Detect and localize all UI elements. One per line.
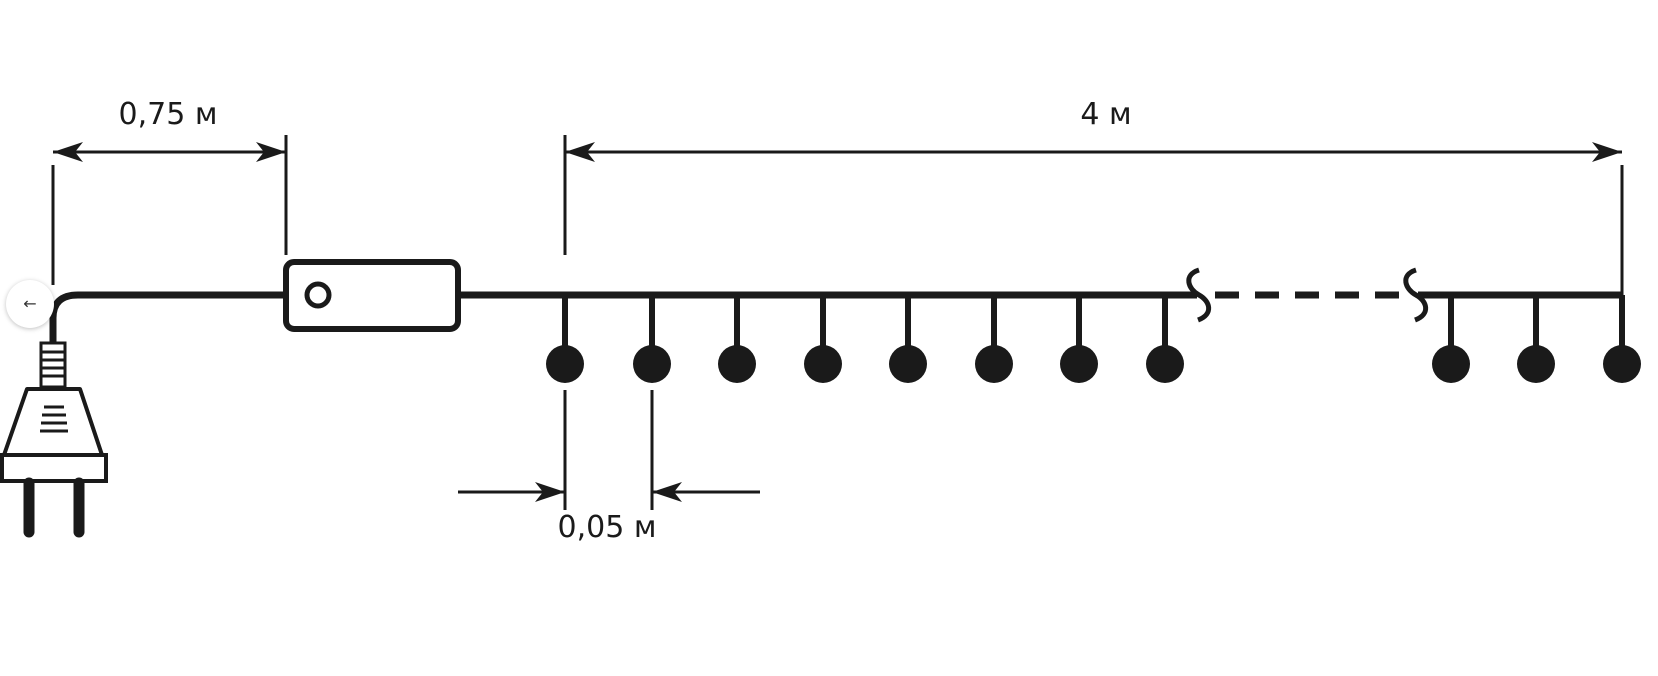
bulb [546, 295, 584, 383]
string-length-dimension: 4 м [563, 97, 1624, 295]
bulb-head [1603, 345, 1641, 383]
plug-base [0, 453, 108, 483]
bulb [1060, 295, 1098, 383]
bulb-head [1517, 345, 1555, 383]
bulb-head [546, 345, 584, 383]
bulb-group [546, 295, 1641, 383]
bulb-head [975, 345, 1013, 383]
bulb-head [804, 345, 842, 383]
cord-length-dimension: 0,75 м [51, 97, 288, 285]
bulb [1432, 295, 1470, 383]
bulb-head [1146, 345, 1184, 383]
power-plug [0, 291, 284, 538]
wire-break-symbol-right [1403, 267, 1429, 323]
bulb-spacing-dimension: 0,05 м [458, 390, 760, 545]
string-wire [458, 267, 1622, 323]
bulb-head [633, 345, 671, 383]
bulb [718, 295, 756, 383]
bulb [1603, 295, 1641, 383]
back-nav-button[interactable]: ← [6, 280, 54, 328]
bulb [975, 295, 1013, 383]
bulb [889, 295, 927, 383]
arrow-left-icon: ← [23, 294, 37, 313]
bulb-head [889, 345, 927, 383]
plug-strain-relief [39, 341, 67, 389]
controller-button-icon [304, 281, 332, 309]
bulb-head [1432, 345, 1470, 383]
bulb-spacing-label: 0,05 м [558, 510, 657, 545]
bulb [1517, 295, 1555, 383]
wire-break-symbol-left [1186, 267, 1212, 323]
bulb-head [718, 345, 756, 383]
bulb-head [1060, 345, 1098, 383]
cord-length-label: 0,75 м [119, 97, 218, 132]
plug-cable [49, 291, 284, 343]
plug-grip-lines [40, 405, 68, 433]
bulb [804, 295, 842, 383]
bulb [1146, 295, 1184, 383]
bulb [633, 295, 671, 383]
controller-box [283, 259, 461, 332]
string-length-label: 4 м [1080, 97, 1131, 132]
